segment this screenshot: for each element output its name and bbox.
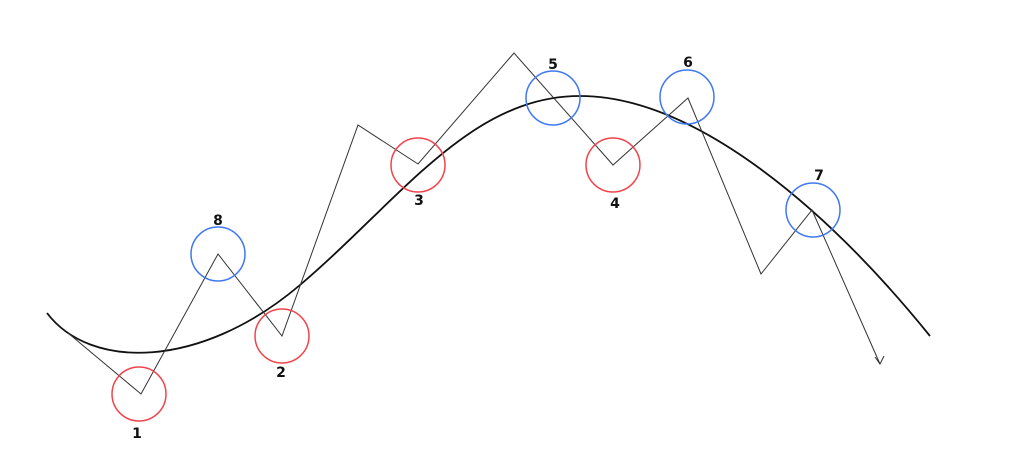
trend-curve xyxy=(46,95,931,354)
arrow-head-icon xyxy=(874,355,885,365)
marker-circle-3 xyxy=(390,137,446,193)
marker-label-3: 3 xyxy=(414,193,424,209)
marker-circle-2 xyxy=(254,308,310,364)
marker-label-7: 7 xyxy=(814,168,824,184)
marker-circle-8 xyxy=(190,226,246,282)
marker-circle-4 xyxy=(585,137,641,193)
marker-label-8: 8 xyxy=(213,213,223,229)
marker-circle-7 xyxy=(785,182,841,238)
marker-circle-1 xyxy=(111,366,167,422)
price-zigzag xyxy=(67,52,881,395)
marker-label-2: 2 xyxy=(276,365,286,381)
marker-label-6: 6 xyxy=(683,55,693,71)
marker-label-4: 4 xyxy=(610,196,620,212)
marker-circle-5 xyxy=(525,70,581,126)
marker-label-5: 5 xyxy=(548,57,558,73)
marker-circle-6 xyxy=(659,69,715,125)
marker-label-1: 1 xyxy=(132,426,142,442)
